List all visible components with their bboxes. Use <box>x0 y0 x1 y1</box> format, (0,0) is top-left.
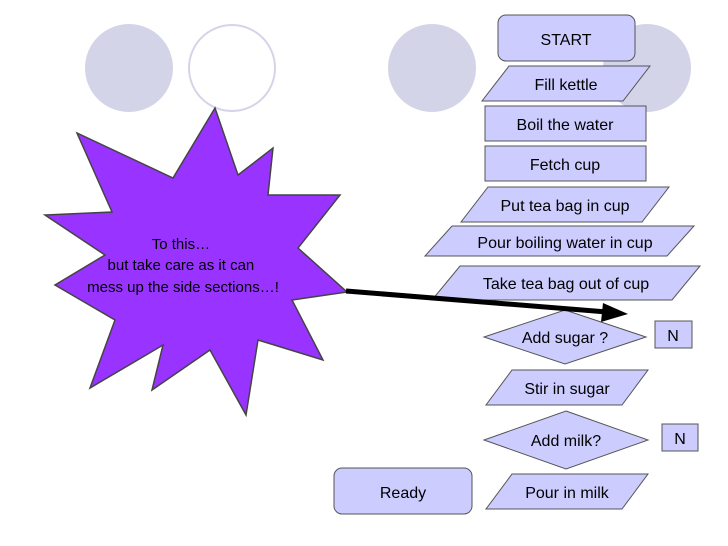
starburst-callout <box>42 106 349 418</box>
add-sugar-decision <box>482 309 648 365</box>
ready-label: Ready <box>380 485 426 502</box>
add-milk-label: Add milk? <box>531 433 601 450</box>
stir-sugar-node <box>485 369 649 406</box>
put-tea-bag-node <box>459 186 671 223</box>
fetch-cup-node <box>484 145 647 182</box>
callout-arrow-head <box>601 303 628 322</box>
boil-water-label: Boil the water <box>517 117 615 134</box>
start-label: START <box>541 32 592 49</box>
stir-sugar-label: Stir in sugar <box>524 381 610 398</box>
callout-line-1: To this… <box>152 236 210 253</box>
decor-circle-2 <box>188 24 276 112</box>
add-milk-decision <box>482 410 650 470</box>
pour-boiling-node <box>423 225 696 257</box>
pour-milk-label: Pour in milk <box>525 485 610 502</box>
boil-water-node <box>484 105 647 142</box>
decor-circle-3 <box>388 24 476 112</box>
take-tea-bag-label: Take tea bag out of cup <box>483 276 649 293</box>
take-tea-bag-node <box>430 265 702 301</box>
put-tea-bag-label: Put tea bag in cup <box>501 198 630 215</box>
callout-line-3: mess up the side sections…! <box>87 279 279 296</box>
no-milk-label: N <box>674 431 686 448</box>
fetch-cup-label: Fetch cup <box>530 157 600 174</box>
callout-text: To this… but take care as it can mess up… <box>87 236 279 296</box>
callout-line-2: but take care as it can <box>108 257 255 274</box>
callout-arrow <box>345 288 608 315</box>
ready-node <box>333 467 473 515</box>
pour-milk-node <box>485 473 649 510</box>
no-sugar-box <box>654 320 693 349</box>
no-milk-box <box>661 423 699 452</box>
decor-circle-1 <box>85 24 173 112</box>
pour-boiling-label: Pour boiling water in cup <box>477 235 652 252</box>
start-node <box>497 14 636 62</box>
fill-kettle-label: Fill kettle <box>534 77 597 94</box>
no-sugar-label: N <box>667 328 679 345</box>
add-sugar-label: Add sugar ? <box>522 330 608 347</box>
fill-kettle-node <box>480 65 652 102</box>
